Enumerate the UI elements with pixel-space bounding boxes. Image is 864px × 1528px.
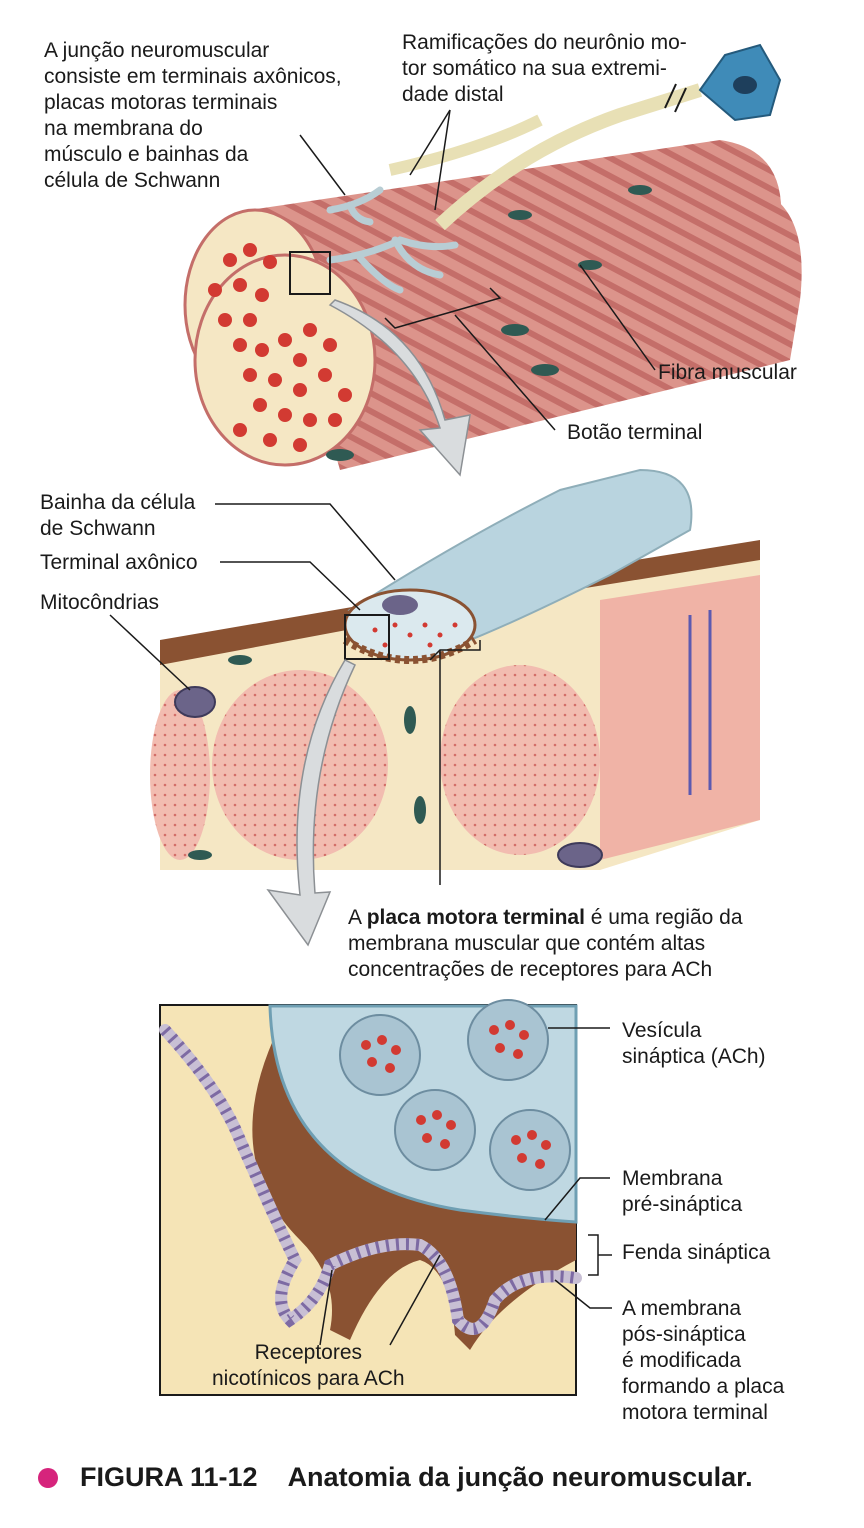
mitochondria-cluster xyxy=(174,686,603,868)
label-axon-terminal: Terminal axônico xyxy=(40,551,198,574)
myofibril-1 xyxy=(212,670,388,860)
muscle-nuclei xyxy=(326,185,652,461)
myofibril-dots xyxy=(208,243,352,452)
fiber-cross-section-2 xyxy=(193,253,377,467)
label-presynaptic-membrane: Membrana pré-sináptica xyxy=(622,1167,743,1216)
synaptic-vesicles xyxy=(339,999,571,1191)
muscle-fiber-bundle xyxy=(183,43,802,470)
endplate-text-suffix: é uma região da membrana muscular que co… xyxy=(348,906,743,981)
zoom-arrow-1 xyxy=(328,299,471,477)
label-nicotinic-receptors: Receptores nicotínicos para ACh xyxy=(212,1341,405,1390)
block-side-face xyxy=(600,575,760,860)
nicotinic-receptors xyxy=(160,1025,577,1335)
vesicle-4 xyxy=(489,1109,571,1191)
label-muscle-fiber: Fibra muscular xyxy=(658,361,797,384)
terminal-vesicle-dots xyxy=(372,622,458,648)
figure-number: FIGURA 11-12 xyxy=(80,1462,258,1492)
terminal-mitochondrion xyxy=(382,595,418,615)
label-motor-neuron-branches: Ramificações do neurônio mo- tor somátic… xyxy=(402,31,687,106)
block-nuclei xyxy=(188,655,426,860)
label-synaptic-cleft: Fenda sináptica xyxy=(622,1241,771,1264)
figure-title: Anatomia da junção neuromuscular. xyxy=(287,1462,753,1492)
label-schwann-sheath: Bainha da célula de Schwann xyxy=(40,491,196,540)
label-neuromuscular-junction: A junção neuromuscular consiste em termi… xyxy=(44,39,342,192)
label-synaptic-vesicle: Vesícula sináptica (ACh) xyxy=(622,1019,766,1068)
vesicle-2 xyxy=(467,999,549,1081)
figure-caption: FIGURA 11-12 Anatomia da junção neuromus… xyxy=(38,1462,753,1493)
vesicle-1 xyxy=(339,1014,421,1096)
panel2-leaders xyxy=(109,503,481,885)
neuron-nucleus xyxy=(733,76,757,94)
endplate-text-prefix: A xyxy=(348,906,367,929)
panel1-leaders xyxy=(299,109,656,431)
junctional-folds xyxy=(342,636,478,664)
axon-break-mark xyxy=(664,83,677,109)
myofibril-edge xyxy=(150,690,210,860)
zoom-arrow-2 xyxy=(266,659,356,947)
axon-terminal-branches xyxy=(326,186,459,294)
label-postsynaptic-membrane: A membrana pós-sináptica é modificada fo… xyxy=(622,1297,785,1424)
zoom-box-1 xyxy=(289,251,331,295)
sarcomere-lines xyxy=(688,610,712,795)
zoom-box-2 xyxy=(344,614,390,660)
myofibril-2 xyxy=(440,665,600,855)
vesicle-3 xyxy=(394,1089,476,1171)
label-mitochondria: Mitocôndrias xyxy=(40,591,160,614)
label-motor-end-plate: A placa motora terminal é uma região da … xyxy=(348,905,743,983)
myelinated-axon xyxy=(435,83,703,231)
myelinated-axon-branch xyxy=(388,114,543,176)
label-terminal-bouton: Botão terminal xyxy=(567,421,703,444)
panel3-leaders xyxy=(319,1027,612,1346)
endplate-text-bold: placa motora terminal xyxy=(366,906,585,929)
caption-bullet xyxy=(38,1467,58,1488)
